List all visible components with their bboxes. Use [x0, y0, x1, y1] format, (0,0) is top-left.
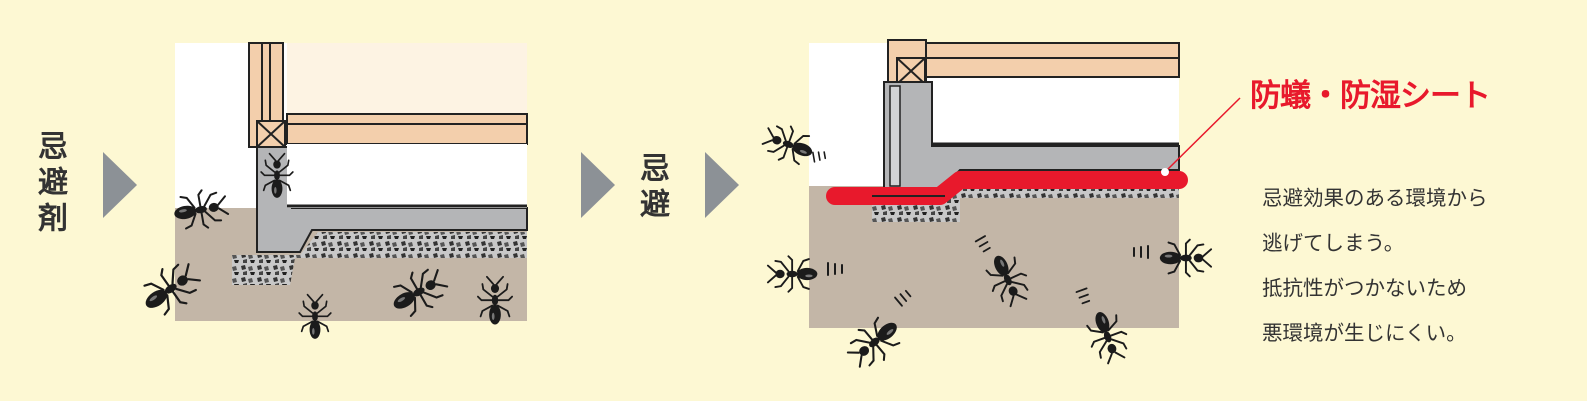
- chevron-right-icon: [581, 152, 615, 218]
- gravel-bed: [232, 232, 527, 285]
- chevron-right-icon: [705, 152, 739, 218]
- description-line: 忌避効果のある環境から: [1262, 186, 1488, 210]
- description-line: 抵抗性がつかないため: [1262, 276, 1467, 300]
- sheet-callout-label: 防蟻・防湿シート: [1250, 78, 1491, 114]
- callout-dot: [1161, 168, 1169, 176]
- soil: [809, 186, 1179, 328]
- callout-line: [1164, 97, 1241, 173]
- description-line: 悪環境が生じにくい。: [1262, 321, 1467, 345]
- description-line: 逃げてしまう。: [1262, 231, 1405, 255]
- description-text: 忌避効果のある環境から 逃げてしまう。 抵抗性がつかないため 悪環境が生じにくい…: [1262, 176, 1562, 356]
- chevron-right-icon: [103, 152, 137, 218]
- label-repel: 忌避: [634, 152, 669, 224]
- label-repellent: 忌避剤: [32, 130, 67, 238]
